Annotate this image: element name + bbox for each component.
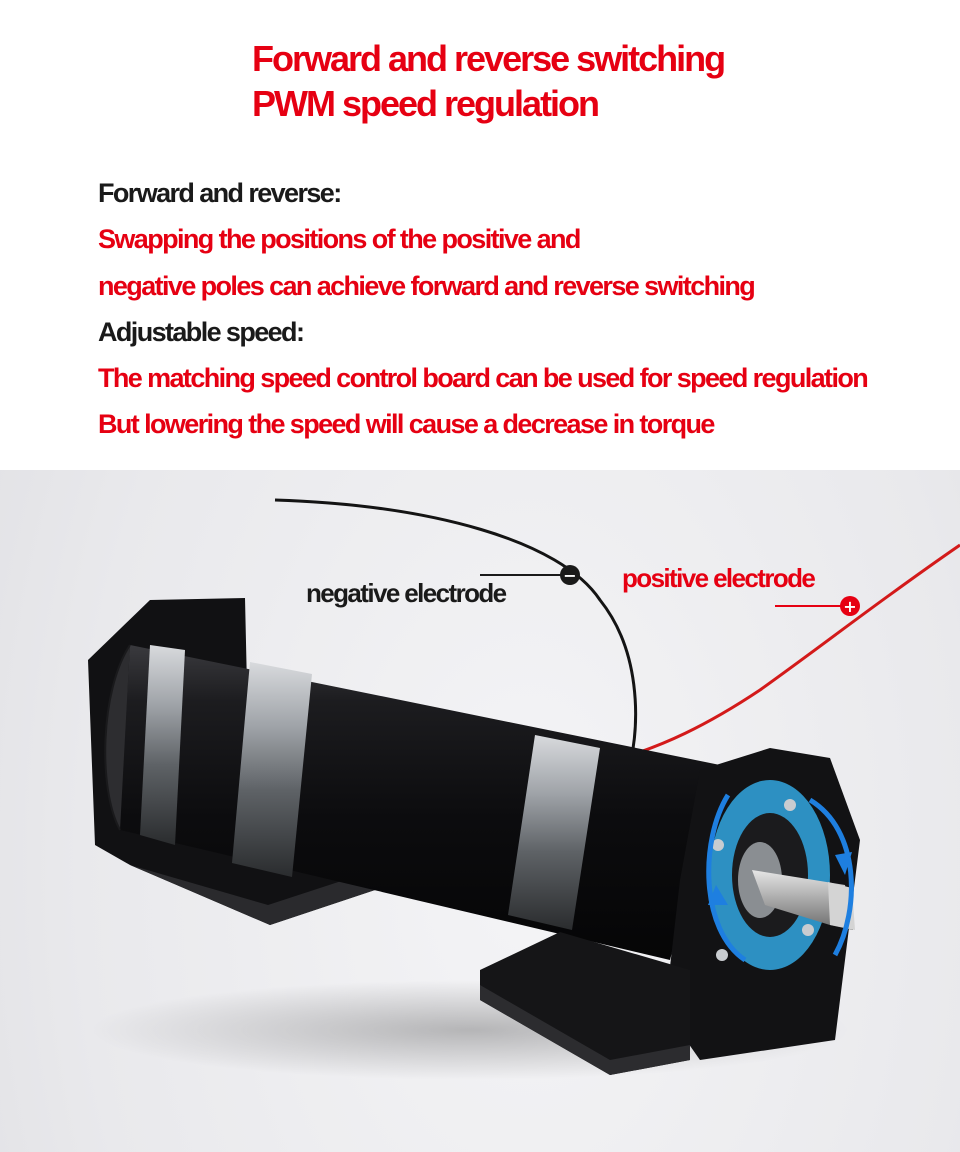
- positive-symbol: +: [843, 597, 856, 616]
- rear-ring: [140, 645, 185, 845]
- screw-1: [712, 839, 724, 851]
- negative-electrode-label: negative electrode: [306, 578, 507, 608]
- forward-reverse-text-2: negative poles can achieve forward and r…: [98, 271, 756, 301]
- negative-symbol-circle: [560, 565, 580, 585]
- speed-label: Adjustable speed:: [98, 317, 305, 347]
- rotation-arrowhead-1: [835, 852, 852, 875]
- forward-reverse-label: Forward and reverse:: [98, 178, 342, 208]
- screw-3: [802, 924, 814, 936]
- positive-symbol-circle: [840, 596, 860, 616]
- rotation-arrowhead-2: [708, 885, 728, 905]
- negative-symbol: −: [563, 566, 576, 585]
- text-header-area: [0, 0, 960, 470]
- motor-rear-cap: [104, 644, 131, 831]
- right-bracket-foot: [480, 932, 690, 1075]
- rotation-arrow-counter: [706, 793, 747, 963]
- screw-4: [716, 949, 728, 961]
- right-bracket-edge: [480, 985, 690, 1075]
- positive-wire: [639, 543, 960, 754]
- screw-2: [784, 799, 796, 811]
- output-shaft: [752, 870, 853, 930]
- motor-body: [120, 645, 720, 960]
- middle-ring: [232, 662, 312, 877]
- left-bracket-edge: [130, 865, 375, 925]
- speed-text-2: But lowering the speed will cause a decr…: [98, 409, 715, 439]
- positive-electrode-label: positive electrode: [622, 563, 816, 593]
- speed-text-1: The matching speed control board can be …: [98, 363, 869, 393]
- negative-wire: [274, 498, 638, 766]
- heading-line-2: PWM speed regulation: [252, 83, 600, 124]
- front-ring: [508, 735, 600, 930]
- forward-reverse-text-1: Swapping the positions of the positive a…: [98, 224, 581, 254]
- rotation-arrow-clockwise: [808, 797, 854, 957]
- heading-line-1: Forward and reverse switching: [252, 38, 726, 79]
